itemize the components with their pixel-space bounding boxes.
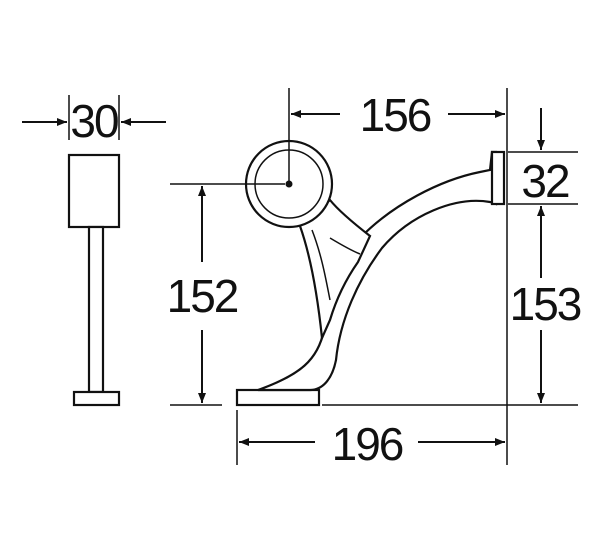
bracket-base-plate bbox=[235, 388, 321, 407]
dim-153: 153 bbox=[322, 206, 583, 406]
dim-32: 32 bbox=[508, 108, 578, 207]
dim-30-label: 30 bbox=[70, 95, 118, 147]
dim-32-label: 32 bbox=[521, 155, 569, 207]
dim-152: 152 bbox=[167, 183, 285, 406]
side-view-stem bbox=[87, 225, 105, 394]
side-view-base bbox=[72, 390, 121, 407]
side-view: 30 bbox=[22, 95, 166, 407]
bracket-strut bbox=[298, 198, 372, 343]
dim-196: 196 bbox=[236, 410, 505, 470]
dim-156: 156 bbox=[288, 88, 508, 465]
dim-153-label: 153 bbox=[510, 278, 581, 330]
dim-152-label: 152 bbox=[167, 270, 238, 322]
side-view-head bbox=[67, 153, 121, 229]
bracket-wall-flange bbox=[490, 150, 506, 206]
dim-156-label: 156 bbox=[360, 89, 431, 141]
front-view bbox=[235, 139, 506, 407]
dim-196-label: 196 bbox=[332, 418, 403, 470]
